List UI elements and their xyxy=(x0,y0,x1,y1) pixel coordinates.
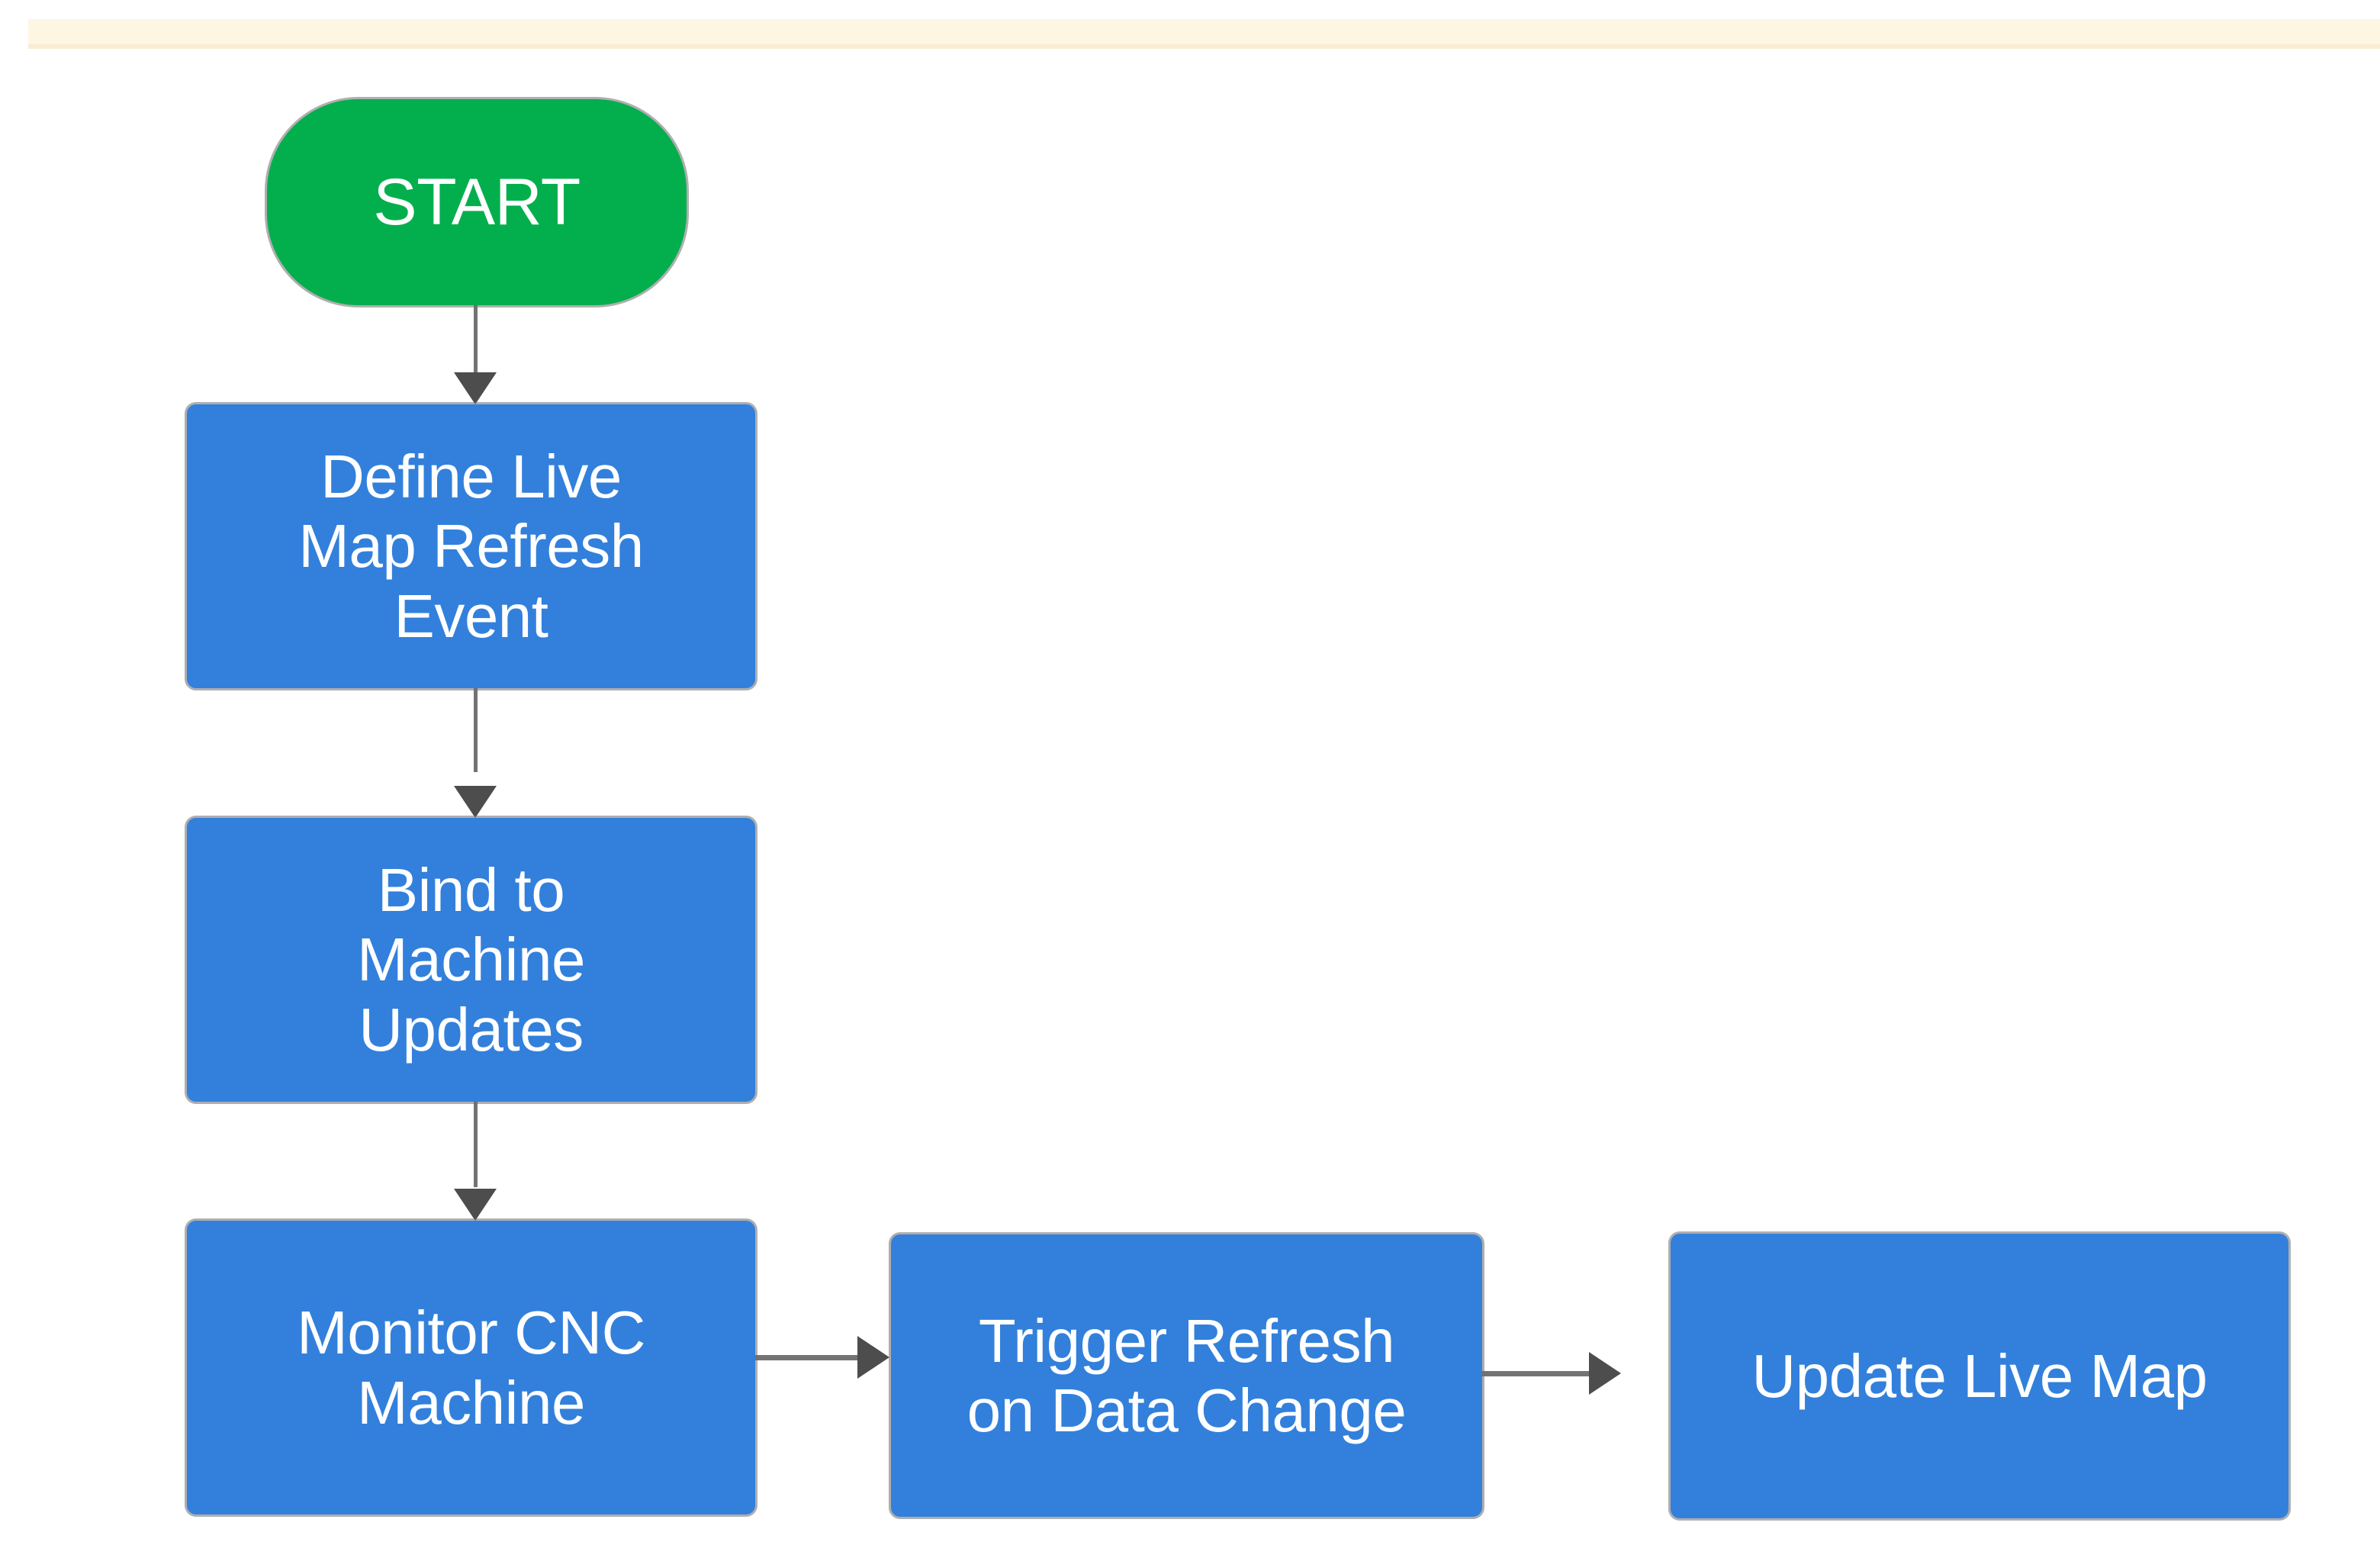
node-trigger-refresh-on-data-change-label: Trigger Refresh on Data Change xyxy=(966,1306,1407,1444)
node-monitor-cnc-machine[interactable]: Monitor CNC Machine xyxy=(187,1221,755,1514)
node-start[interactable]: START xyxy=(267,99,687,305)
node-define-live-map-refresh-event-label: Define Live Map Refresh Event xyxy=(298,443,644,650)
node-start-label: START xyxy=(373,165,581,239)
node-bind-to-machine-updates-label: Bind to Machine Updates xyxy=(357,856,585,1064)
connector-define-event-to-bind-updates xyxy=(474,688,478,772)
arrow-head-monitor-cnc-to-trigger-refresh xyxy=(857,1336,889,1379)
top-banner-strip xyxy=(28,19,2380,49)
arrow-head-start-to-define-event xyxy=(454,372,497,404)
node-update-live-map-label: Update Live Map xyxy=(1751,1341,2208,1410)
node-update-live-map[interactable]: Update Live Map xyxy=(1671,1234,2288,1518)
node-bind-to-machine-updates[interactable]: Bind to Machine Updates xyxy=(187,818,755,1102)
arrow-head-bind-updates-to-monitor-cnc xyxy=(454,1189,497,1221)
node-monitor-cnc-machine-label: Monitor CNC Machine xyxy=(297,1299,645,1437)
arrow-head-trigger-refresh-to-update-live-map xyxy=(1589,1352,1621,1395)
connector-bind-updates-to-monitor-cnc xyxy=(474,1102,478,1187)
arrow-head-define-event-to-bind-updates xyxy=(454,786,497,818)
node-define-live-map-refresh-event[interactable]: Define Live Map Refresh Event xyxy=(187,404,755,688)
connector-monitor-cnc-to-trigger-refresh xyxy=(755,1355,862,1360)
connector-start-to-define-event xyxy=(474,305,478,388)
connector-trigger-refresh-to-update-live-map xyxy=(1482,1371,1594,1376)
node-trigger-refresh-on-data-change[interactable]: Trigger Refresh on Data Change xyxy=(891,1234,1482,1517)
